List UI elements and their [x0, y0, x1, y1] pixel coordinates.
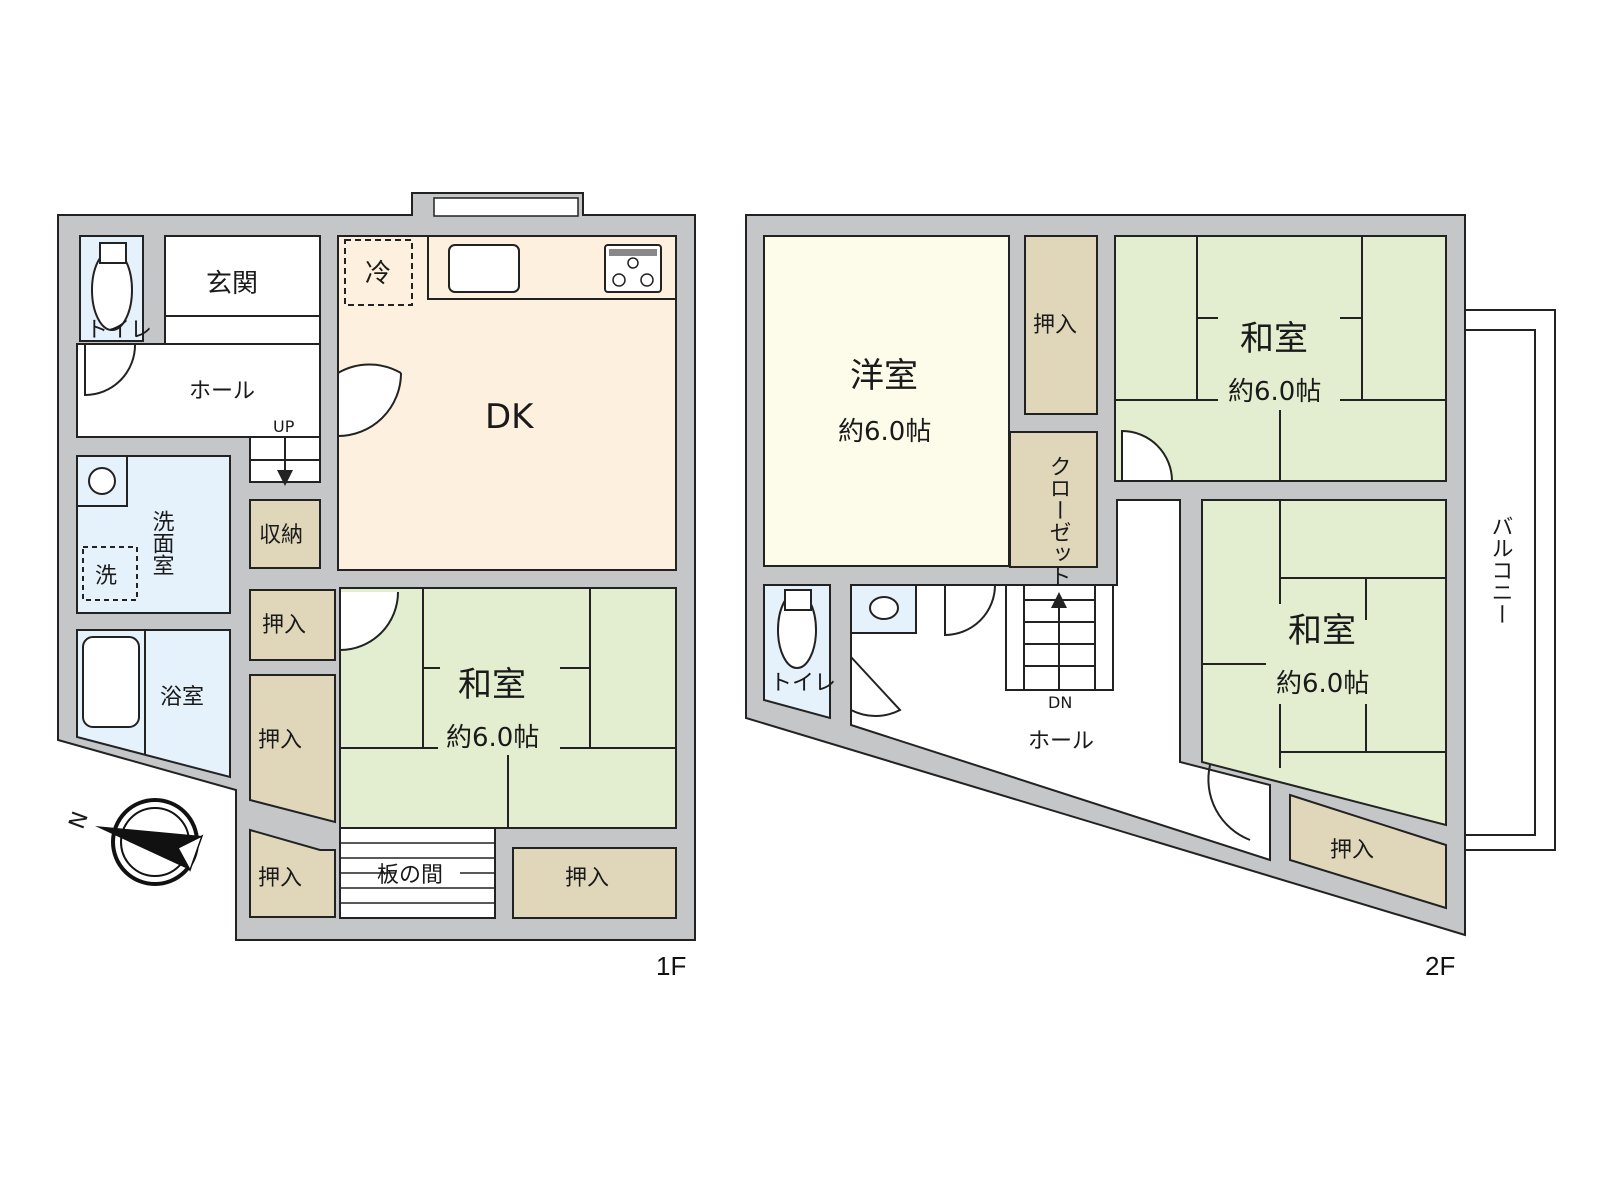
label-washitsu-2f-a: 和室	[1240, 319, 1308, 359]
label-dn: DN	[1048, 693, 1072, 712]
label-bath: 浴室	[160, 685, 204, 710]
label-washitsu-2f-b-size: 約6.0帖	[1276, 669, 1369, 699]
label-walkin-closet: クローゼット	[1046, 455, 1071, 587]
floor-1: N トイレ 玄関 ホール UP 冷 DK 洗面室 洗 収納 浴室 押入 押入 押…	[57, 192, 696, 981]
label-closet-1: 押入	[262, 613, 306, 638]
label-balcony: バルコニー	[1488, 515, 1513, 625]
label-washitsu-1f-size: 約6.0帖	[446, 723, 539, 753]
room-closet-2	[249, 674, 336, 824]
label-up: UP	[273, 417, 295, 436]
room-closet-4	[512, 847, 677, 919]
label-youshitsu: 洋室	[850, 356, 918, 396]
label-storage: 収納	[259, 523, 303, 548]
bathtub-icon	[82, 636, 140, 728]
room-entrance	[164, 235, 321, 317]
room-closet-bottom	[1289, 793, 1447, 910]
label-washitsu-2f-a-size: 約6.0帖	[1228, 377, 1321, 407]
label-closet-3: 押入	[258, 866, 302, 891]
toilet-icon	[777, 589, 817, 669]
sink-icon	[448, 244, 520, 293]
label-closet-bottom: 押入	[1330, 838, 1374, 863]
label-entrance: 玄関	[206, 269, 258, 299]
label-washer: 洗	[95, 564, 117, 589]
label-toilet-2f: トイレ	[770, 671, 836, 696]
room-closet-3	[249, 828, 336, 918]
label-washroom: 洗面室	[149, 510, 175, 576]
label-hall-1f: ホール	[189, 379, 255, 404]
label-washitsu-1f: 和室	[458, 665, 526, 705]
floor-label-2f: 2F	[1425, 951, 1455, 981]
stove-icon	[604, 244, 662, 293]
room-youshitsu	[763, 235, 1010, 567]
stairs-2f	[1005, 584, 1114, 691]
room-closet-top	[1024, 235, 1098, 415]
floor-label-1f: 1F	[656, 951, 686, 981]
label-fridge: 冷	[365, 259, 391, 289]
room-washitsu-2f-b	[1201, 499, 1447, 827]
label-closet-2: 押入	[258, 728, 302, 753]
room-hall-1f	[76, 343, 321, 438]
washer-space	[82, 546, 138, 601]
compass-icon	[95, 798, 204, 886]
label-closet-top: 押入	[1033, 313, 1077, 338]
floor-2: 洋室 約6.0帖 押入 クローゼット 和室 約6.0帖 和室 約6.0帖 押入 …	[745, 214, 1556, 981]
fridge-space	[344, 239, 413, 306]
label-hall-2f: ホール	[1028, 729, 1094, 754]
label-youshitsu-size: 約6.0帖	[838, 417, 931, 447]
compass-north-label: N	[65, 808, 94, 832]
room-walkin-closet	[1009, 431, 1098, 568]
label-itanoma: 板の間	[377, 863, 443, 888]
label-closet-4: 押入	[565, 866, 609, 891]
room-storage	[249, 499, 321, 569]
toilet-icon	[91, 242, 133, 331]
label-dk: DK	[485, 397, 535, 437]
room-closet-1	[249, 589, 336, 661]
label-washitsu-2f-b: 和室	[1288, 611, 1356, 651]
label-toilet-1f: トイレ	[86, 318, 152, 343]
